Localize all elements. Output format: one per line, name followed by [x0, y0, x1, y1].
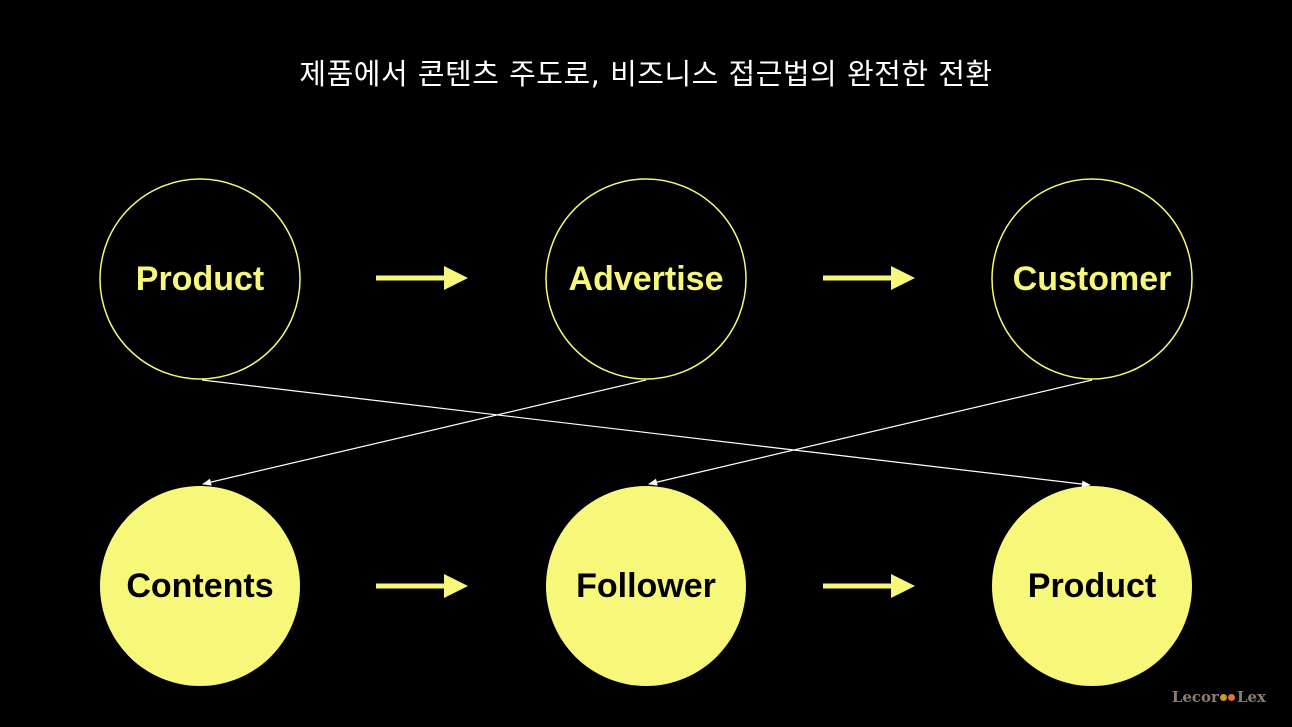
- node-bottom-contents: [100, 486, 300, 686]
- node-top-customer: [991, 178, 1193, 380]
- slide-title: 제품에서 콘텐츠 주도로, 비즈니스 접근법의 완전한 전환: [299, 57, 993, 91]
- arrow-right-icon: [823, 266, 915, 290]
- arrow-right-icon: [376, 266, 468, 290]
- node-top-advertise-label: Advertise: [569, 260, 724, 298]
- bottom-row: Contents Follower Product: [100, 486, 1192, 686]
- brand-logo: Lecor Lex: [1172, 687, 1266, 707]
- node-bottom-follower-label: Follower: [576, 567, 716, 605]
- connector-customer-to-follower: [648, 379, 1093, 486]
- node-bottom-contents-label: Contents: [126, 567, 273, 605]
- node-bottom-follower: [546, 486, 746, 686]
- bottom-row-arrows: [376, 574, 915, 598]
- connector-product-to-product: [201, 379, 1091, 488]
- logo-dot: [1228, 693, 1236, 701]
- node-bottom-product-label: Product: [1028, 567, 1156, 605]
- node-top-advertise: [545, 178, 747, 380]
- logo-dot: [1220, 693, 1228, 701]
- logo-text-right: Lex: [1236, 688, 1266, 706]
- top-row-arrows: [376, 266, 915, 290]
- logo-text-left: Lecor: [1171, 688, 1219, 706]
- arrow-right-icon: [823, 574, 915, 598]
- connector-advertise-to-contents: [202, 379, 647, 486]
- cross-connectors: [201, 379, 1093, 488]
- top-row: Product Advertise Customer: [99, 178, 1193, 380]
- logo-dots-icon: [1220, 693, 1236, 701]
- node-top-customer-label: Customer: [1013, 260, 1172, 298]
- node-bottom-product: [992, 486, 1192, 686]
- node-top-product: [99, 178, 301, 380]
- node-top-product-label: Product: [136, 260, 264, 298]
- arrow-right-icon: [376, 574, 468, 598]
